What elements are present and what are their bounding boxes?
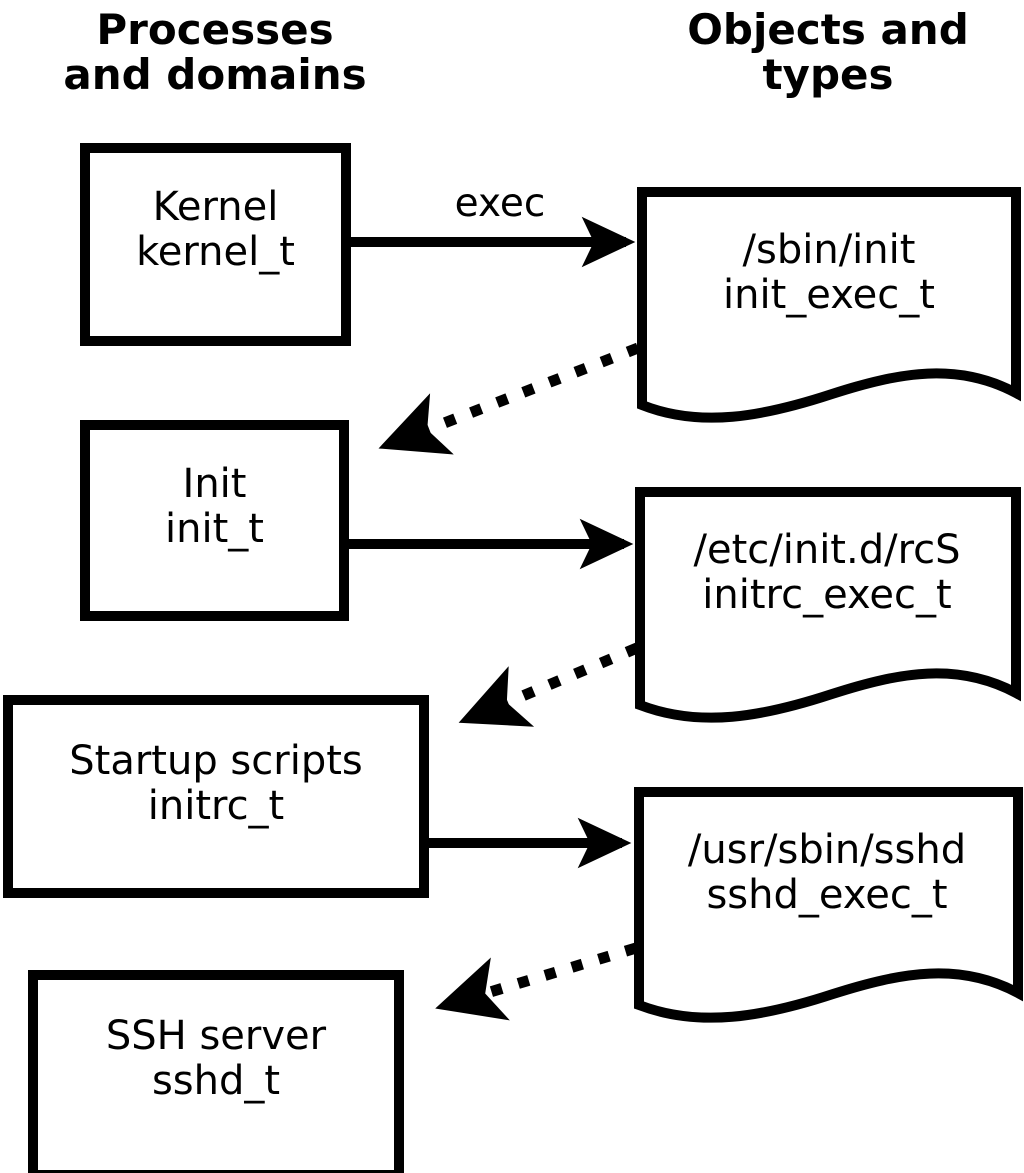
object-doc-init-exec[interactable] (637, 187, 1021, 423)
object-label-sshd-exec: /usr/sbin/sshd sshd_exec_t (687, 827, 967, 919)
object-label-init-exec: /sbin/init init_exec_t (723, 227, 935, 319)
process-box-sshd[interactable] (28, 970, 404, 1173)
column-heading-processes: Processes and domains (63, 5, 367, 99)
object-label-initrc-exec: /etc/init.d/rcS initrc_exec_t (693, 527, 961, 619)
edge-init-exec-to-init (378, 342, 640, 455)
object-doc-sshd-exec[interactable] (634, 787, 1023, 1023)
edge-initrc-exec-to-initrc (458, 642, 640, 727)
process-box-initrc[interactable] (3, 695, 429, 898)
process-box-init[interactable] (80, 420, 349, 621)
edge-label-exec: exec (454, 181, 546, 226)
object-doc-initrc-exec[interactable] (635, 487, 1021, 723)
process-label-kernel: Kernel kernel_t (136, 184, 295, 276)
process-box-kernel[interactable] (80, 143, 351, 346)
process-label-init: Init init_t (165, 461, 264, 553)
process-label-sshd: SSH server sshd_t (105, 1013, 327, 1105)
process-label-initrc: Startup scripts initrc_t (69, 738, 363, 830)
column-heading-objects: Objects and types (687, 5, 969, 99)
edge-sshd-exec-to-sshd (435, 942, 638, 1021)
